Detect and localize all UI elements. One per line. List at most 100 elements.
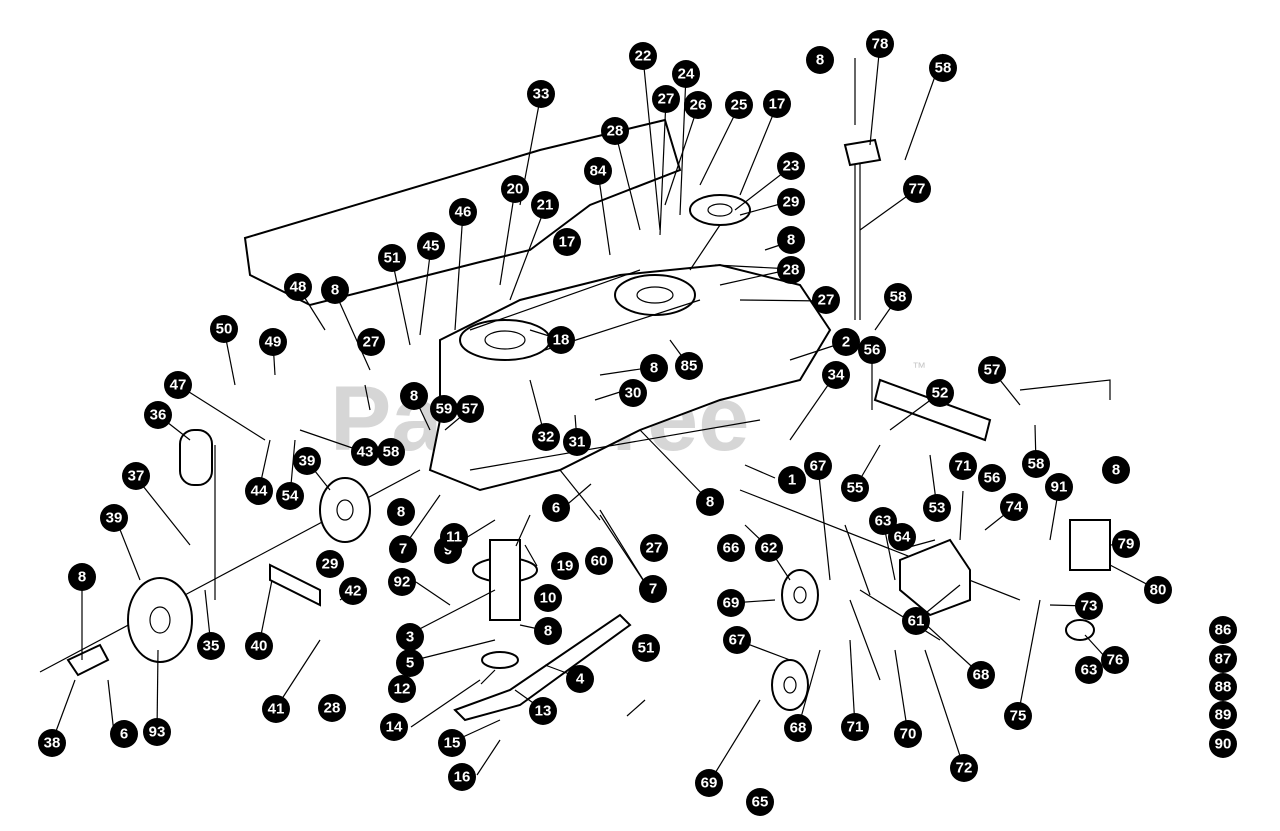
svg-text:51: 51 xyxy=(638,640,655,657)
callout-43: 43 xyxy=(351,438,379,466)
callout-69b: 69 xyxy=(695,769,723,797)
callout-16: 16 xyxy=(448,763,476,791)
svg-text:20: 20 xyxy=(507,181,524,198)
svg-text:15: 15 xyxy=(444,735,461,752)
callout-75: 75 xyxy=(1004,702,1032,730)
callout-28a: 28 xyxy=(601,117,629,145)
svg-text:37: 37 xyxy=(128,468,145,485)
callout-70: 70 xyxy=(894,720,922,748)
svg-text:74: 74 xyxy=(1006,499,1023,516)
svg-text:46: 46 xyxy=(455,204,472,221)
callout-8i: 8 xyxy=(534,617,562,645)
svg-text:69: 69 xyxy=(701,775,718,792)
callout-54: 54 xyxy=(276,482,304,510)
svg-text:41: 41 xyxy=(268,701,285,718)
callout-15: 15 xyxy=(438,729,466,757)
callout-86: 86 xyxy=(1209,616,1237,644)
svg-text:56: 56 xyxy=(984,470,1001,487)
svg-text:17: 17 xyxy=(559,234,576,251)
callout-21: 21 xyxy=(531,191,559,219)
callout-29b: 29 xyxy=(316,550,344,578)
svg-text:71: 71 xyxy=(847,719,864,736)
svg-text:13: 13 xyxy=(535,703,552,720)
callout-31: 31 xyxy=(563,428,591,456)
callout-64: 64 xyxy=(888,523,916,551)
svg-text:80: 80 xyxy=(1150,582,1167,599)
svg-text:27: 27 xyxy=(658,91,675,108)
callout-24: 24 xyxy=(672,60,700,88)
callout-26: 26 xyxy=(684,91,712,119)
svg-text:86: 86 xyxy=(1215,622,1232,639)
svg-text:57: 57 xyxy=(462,401,479,418)
callout-56b: 56 xyxy=(978,464,1006,492)
svg-text:38: 38 xyxy=(44,735,61,752)
callout-51b: 51 xyxy=(632,634,660,662)
svg-text:1: 1 xyxy=(788,472,796,489)
callout-68b: 68 xyxy=(784,714,812,742)
callout-8h: 8 xyxy=(696,488,724,516)
callout-27a: 27 xyxy=(652,85,680,113)
svg-text:79: 79 xyxy=(1118,536,1135,553)
callout-8d: 8 xyxy=(640,354,668,382)
callout-62: 62 xyxy=(755,534,783,562)
svg-text:32: 32 xyxy=(538,429,555,446)
svg-text:16: 16 xyxy=(454,769,471,786)
svg-text:88: 88 xyxy=(1215,679,1232,696)
callout-56a: 56 xyxy=(858,336,886,364)
svg-text:8: 8 xyxy=(331,282,339,299)
svg-text:57: 57 xyxy=(984,362,1001,379)
knob xyxy=(1065,619,1095,641)
svg-text:69: 69 xyxy=(723,595,740,612)
callout-14: 14 xyxy=(380,713,408,741)
callout-8a: 8 xyxy=(68,563,96,591)
watermark-trademark: ™ xyxy=(912,359,926,375)
svg-text:8: 8 xyxy=(410,388,418,405)
svg-text:64: 64 xyxy=(894,529,911,546)
callout-23: 23 xyxy=(777,152,805,180)
callout-58c: 58 xyxy=(1022,450,1050,478)
callout-27d: 27 xyxy=(640,534,668,562)
svg-text:68: 68 xyxy=(790,720,807,737)
callout-18: 18 xyxy=(547,326,575,354)
svg-text:33: 33 xyxy=(533,86,550,103)
callout-38: 38 xyxy=(38,729,66,757)
svg-text:66: 66 xyxy=(723,540,740,557)
callout-11: 11 xyxy=(440,523,468,551)
callouts: 1 2 3 4 5 6 6 7 7 8 8 8 8 8 8 8 8 8 8 9 … xyxy=(38,30,1237,816)
svg-text:45: 45 xyxy=(423,238,440,255)
callout-50: 50 xyxy=(210,315,238,343)
svg-text:68: 68 xyxy=(973,667,990,684)
svg-text:30: 30 xyxy=(625,385,642,402)
svg-text:8: 8 xyxy=(787,232,795,249)
callout-6a: 6 xyxy=(110,720,138,748)
svg-text:39: 39 xyxy=(106,510,123,527)
callout-61: 61 xyxy=(902,607,930,635)
callout-88: 88 xyxy=(1209,673,1237,701)
svg-text:47: 47 xyxy=(170,377,187,394)
svg-text:35: 35 xyxy=(203,638,220,655)
svg-text:27: 27 xyxy=(646,540,663,557)
svg-text:8: 8 xyxy=(1112,462,1120,479)
svg-text:56: 56 xyxy=(864,342,881,359)
callout-33: 33 xyxy=(527,80,555,108)
callout-7a: 7 xyxy=(389,535,417,563)
svg-text:43: 43 xyxy=(357,444,374,461)
callout-39a: 39 xyxy=(100,504,128,532)
svg-text:17: 17 xyxy=(769,96,786,113)
callout-92: 92 xyxy=(388,568,416,596)
callout-87: 87 xyxy=(1209,645,1237,673)
svg-text:8: 8 xyxy=(78,569,86,586)
svg-text:8: 8 xyxy=(650,360,658,377)
svg-text:87: 87 xyxy=(1215,651,1232,668)
svg-text:63: 63 xyxy=(1081,662,1098,679)
svg-text:50: 50 xyxy=(216,321,233,338)
svg-text:91: 91 xyxy=(1051,479,1068,496)
callout-65: 65 xyxy=(746,788,774,816)
callout-78: 78 xyxy=(866,30,894,58)
svg-text:58: 58 xyxy=(935,60,952,77)
callout-63b: 63 xyxy=(1075,656,1103,684)
svg-text:49: 49 xyxy=(265,334,282,351)
callout-72: 72 xyxy=(950,754,978,782)
svg-text:28: 28 xyxy=(783,262,800,279)
callout-42: 42 xyxy=(339,577,367,605)
